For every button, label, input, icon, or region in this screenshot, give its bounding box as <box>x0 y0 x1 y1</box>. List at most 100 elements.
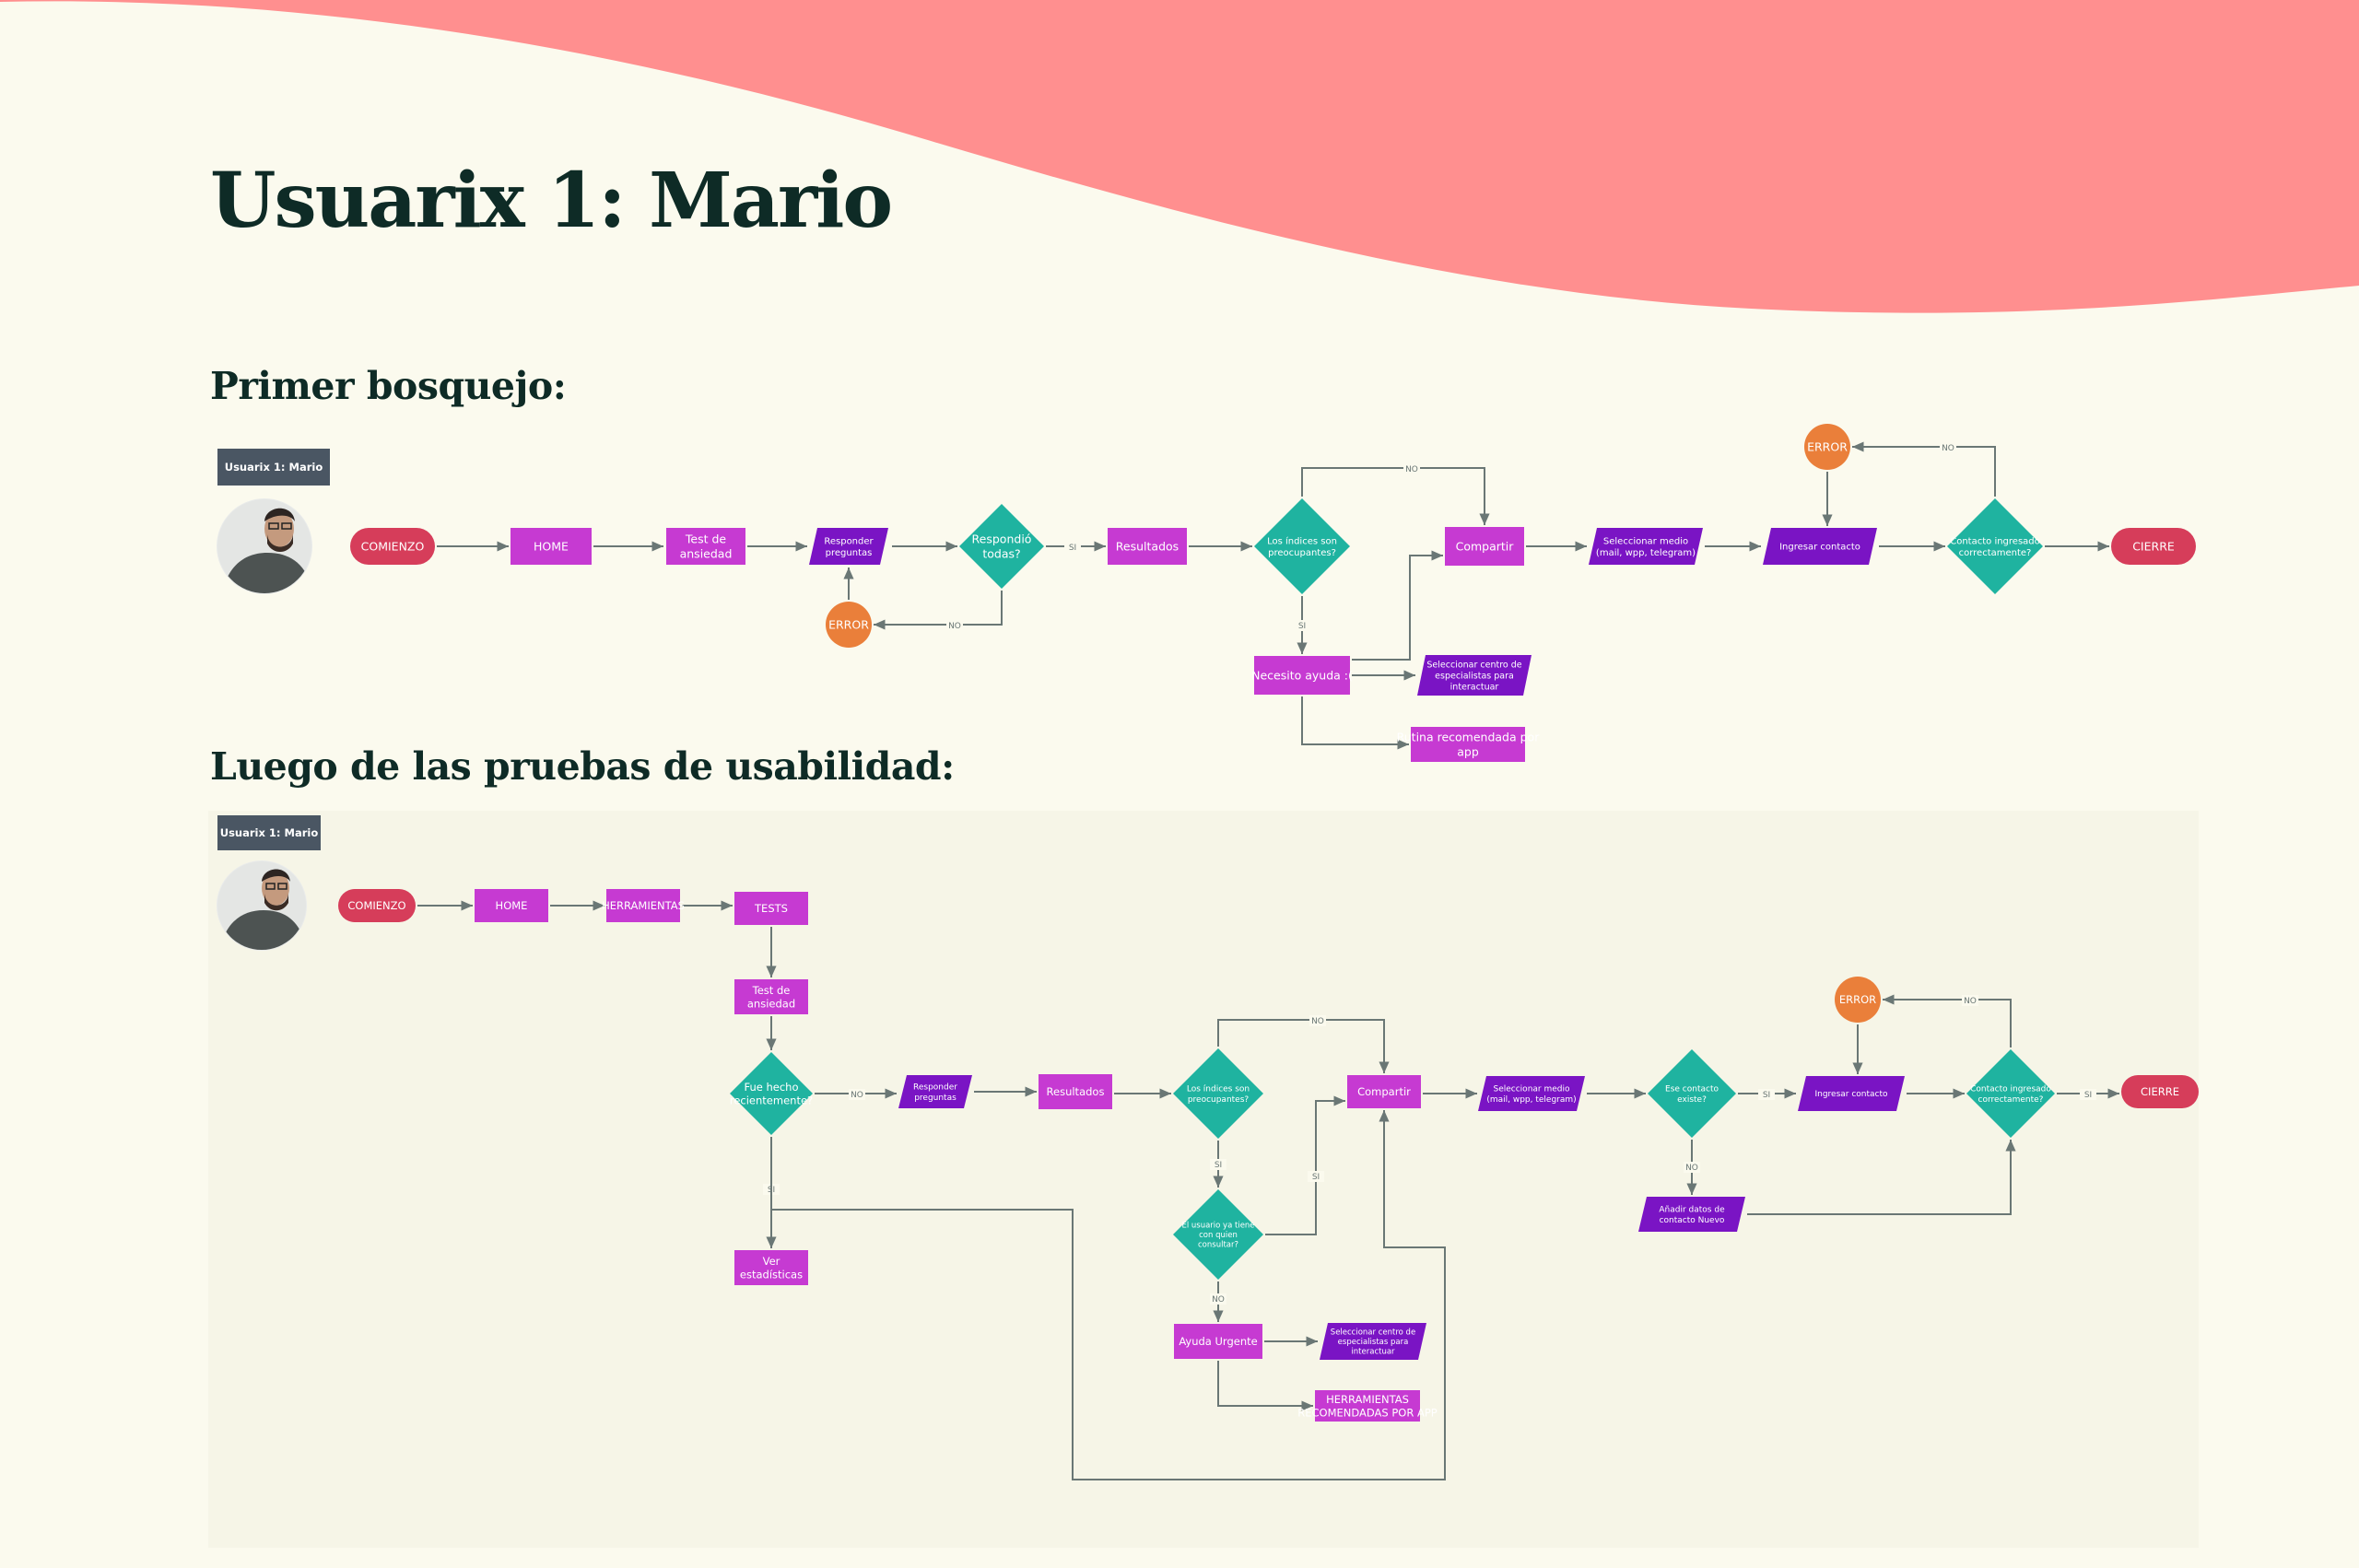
node-label: Compartir <box>1357 1085 1411 1098</box>
node-label: Compartir <box>1456 540 1515 554</box>
node-label: Contacto ingresado <box>1950 536 2040 546</box>
node-label: Seleccionar medio <box>1494 1085 1570 1094</box>
node-label: app <box>1457 744 1479 758</box>
node-label: con quien <box>1199 1231 1238 1240</box>
flow2-edge-ayuda-to-herr_rec <box>1217 1361 1313 1411</box>
flow2-user-tag: Usuarix 1: Mario <box>217 815 321 850</box>
node-label: COMIENZO <box>347 899 405 912</box>
node-label: HOME <box>496 899 528 912</box>
flow2-edge-ya_tiene-to-ayuda: NO <box>1210 1281 1226 1322</box>
node-label: Los índices son <box>1267 535 1337 546</box>
flow2-node-compartir: Compartir <box>1347 1075 1421 1108</box>
node-label: Ver <box>763 1255 780 1268</box>
flow1-node-necesito: Necesito ayuda :( <box>1251 656 1353 695</box>
flow1-node-error1: ERROR <box>826 602 872 648</box>
flow2-node-resultados: Resultados <box>1039 1074 1112 1109</box>
node-label: Ayuda Urgente <box>1179 1335 1257 1348</box>
edge-label: NO <box>1405 465 1418 474</box>
avatar <box>217 860 307 951</box>
node-label: Respondió <box>972 532 1032 546</box>
flow2-node-cierre: CIERRE <box>2121 1075 2199 1108</box>
node-label: interactuar <box>1450 682 1499 692</box>
flow1-node-cierre: CIERRE <box>2111 528 2196 565</box>
node-label: ERROR <box>1839 993 1876 1006</box>
node-label: Resultados <box>1116 540 1179 554</box>
flow1-edge-respondio-to-error1: NO <box>874 591 1003 631</box>
node-label: Rutina recomendada por <box>1397 731 1541 744</box>
flow2-node-selmedio: Seleccionar medio(mail, wpp, telegram) <box>1478 1076 1585 1111</box>
flow2-node-ingresar: Ingresar contacto <box>1798 1076 1905 1111</box>
node-label: TESTS <box>754 902 788 915</box>
node-label: ERROR <box>1807 440 1848 454</box>
node-label: Ingresar contacto <box>1779 543 1860 553</box>
node-label: Ingresar contacto <box>1814 1090 1888 1099</box>
flow2-edge-ya_tiene-to-compartir: SI <box>1265 1095 1345 1235</box>
edge-label: NO <box>1311 1017 1324 1026</box>
node-label: Ese contacto <box>1665 1085 1719 1094</box>
node-label: Responder <box>913 1083 957 1093</box>
edge-label: NO <box>1964 997 1977 1006</box>
node-label: (mail, wpp, telegram) <box>1486 1095 1576 1105</box>
node-label: correctamente? <box>1978 1095 2044 1105</box>
node-label: Necesito ayuda :( <box>1251 669 1353 683</box>
node-label: correctamente? <box>1959 548 2032 558</box>
flow1-user-tag: Usuarix 1: Mario <box>217 449 330 486</box>
node-label: Añadir datos de <box>1659 1206 1725 1215</box>
node-label: HERRAMIENTAS <box>1326 1393 1409 1406</box>
flow2-edge-contacto_ok-to-error: NO <box>1883 994 2012 1047</box>
flow2-edge-indices-to-compartir: NO <box>1217 1015 1390 1073</box>
flow1-node-resultados: Resultados <box>1108 528 1187 565</box>
node-label: preocupantes? <box>1188 1095 1250 1105</box>
node-label: preocupantes? <box>1268 548 1336 558</box>
edge-label: NO <box>851 1091 863 1100</box>
flow2-edge-anadir-to-contacto_ok <box>1747 1140 2016 1215</box>
flow2-edge-fue_hecho-to-compartir <box>770 1110 1446 1480</box>
flow1-edge-indices-to-compartir: NO <box>1301 463 1490 525</box>
node-label: HOME <box>534 540 569 554</box>
node-label: estadísticas <box>740 1268 803 1281</box>
node-label: todas? <box>982 546 1020 560</box>
edge-label: NO <box>948 622 961 631</box>
flow1-node-ingresar: Ingresar contacto <box>1763 528 1877 565</box>
edge-label: NO <box>1942 444 1954 453</box>
page-title: Usuarix 1: Mario <box>210 157 893 245</box>
node-label: Resultados <box>1047 1085 1105 1098</box>
node-label: El usuario ya tiene <box>1181 1221 1254 1230</box>
flow1-edge-necesito-to-compartir <box>1352 550 1443 661</box>
edge-label: SI <box>2084 1091 2092 1100</box>
node-label: ansiedad <box>747 997 795 1010</box>
node-label: CIERRE <box>2132 540 2175 554</box>
flow1-node-compartir: Compartir <box>1445 527 1524 566</box>
node-label: interactuar <box>1351 1348 1395 1357</box>
flow2-edge-existe-to-ingresar: SI <box>1738 1088 1796 1100</box>
edge-label: SI <box>1069 544 1076 553</box>
avatar <box>217 498 312 594</box>
node-label: Fue hecho <box>744 1081 798 1094</box>
flow2-node-comienzo: COMIENZO <box>338 889 416 922</box>
flow2-edge-contacto_ok-to-cierre: SI <box>2057 1088 2119 1100</box>
flow2-edge-fue_hecho-to-responder: NO <box>815 1088 897 1100</box>
node-label: Seleccionar centro de <box>1331 1328 1415 1337</box>
flow1-edge-respondio-to-resultados: SI <box>1046 541 1106 553</box>
edge-label: NO <box>1212 1295 1225 1305</box>
flow2-node-tests: TESTS <box>734 892 808 925</box>
node-label: Test de <box>752 984 791 997</box>
node-label: preguntas <box>826 548 873 558</box>
flow1-edge-contacto_ok-to-error2: NO <box>1852 441 1996 497</box>
node-label: recientemente? <box>730 1094 813 1106</box>
flow1-node-contacto_ok: Contacto ingresado correctamente? <box>1947 498 2043 594</box>
node-label: ERROR <box>828 618 869 632</box>
node-label: ansiedad <box>680 546 733 560</box>
node-label: RECOMENDADAS POR APP <box>1297 1406 1438 1419</box>
edge-label: SI <box>1312 1173 1320 1182</box>
